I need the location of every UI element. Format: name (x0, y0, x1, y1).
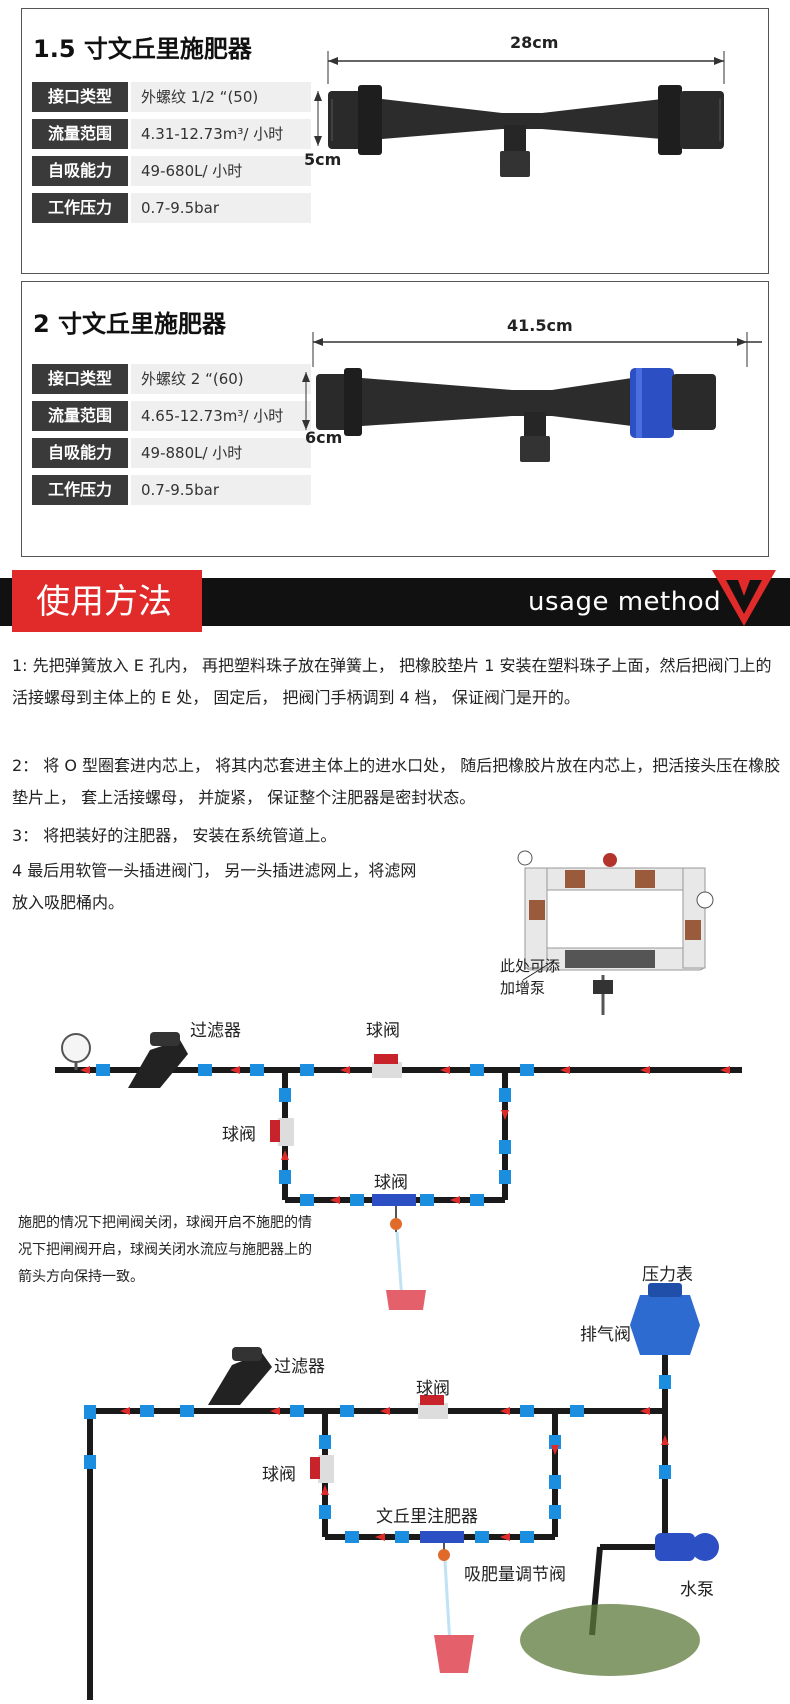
section-title-en: usage method (528, 587, 722, 617)
spec-row-interface: 接口类型 外螺纹 1/2 “(50) (32, 82, 311, 112)
usage-step-4: 4 最后用软管一头插进阀门， 另一头插进滤网上，将滤网放入吸肥桶内。 (12, 861, 417, 912)
length-label: 41.5cm (507, 316, 573, 335)
spec-value: 49-680L/ 小时 (131, 156, 311, 186)
spec-row-pressure: 工作压力 0.7-9.5bar (32, 193, 311, 223)
venturi-injector-label: 文丘里注肥器 (376, 1507, 478, 1527)
injector-product-image (302, 332, 762, 462)
pump-label: 水泵 (680, 1580, 714, 1600)
usage-step-3: 3： 将把装好的注肥器， 安装在系统管道上。 (12, 826, 337, 845)
spec-row-interface: 接口类型 外螺纹 2 “(60) (32, 364, 311, 394)
height-label: 5cm (304, 150, 342, 169)
suction-regulator-label: 吸肥量调节阀 (464, 1565, 566, 1585)
length-label: 28cm (510, 33, 559, 52)
spec-row-suction: 自吸能力 49-880L/ 小时 (32, 438, 311, 468)
installation-diagram-2 (84, 1283, 719, 1700)
spec-key: 流量范围 (32, 401, 128, 431)
spec-value: 0.7-9.5bar (131, 475, 311, 505)
height-label: 6cm (305, 428, 343, 447)
product-card-1-5-inch: 1.5 寸文丘里施肥器 接口类型 外螺纹 1/2 “(50) 流量范围 4.31… (21, 8, 769, 274)
installation-photo (517, 850, 714, 1015)
spec-key: 流量范围 (32, 119, 128, 149)
spec-key: 工作压力 (32, 193, 128, 223)
product-title: 2 寸文丘里施肥器 (33, 310, 227, 338)
section-banner-red-block (12, 570, 202, 632)
spec-value: 4.31-12.73m³/ 小时 (131, 119, 311, 149)
spec-key: 自吸能力 (32, 438, 128, 468)
installation-diagram-1 (55, 1032, 742, 1310)
section-title: 使用方法 (36, 582, 172, 622)
product-title: 1.5 寸文丘里施肥器 (33, 35, 252, 63)
operation-note: 施肥的情况下把闸阀关闭，球阀开启不施肥的情况下把闸阀开启，球阀关闭水流应与施肥器… (18, 1215, 312, 1285)
ball-valve-label-bottom: 球阀 (374, 1173, 408, 1193)
spec-row-flow: 流量范围 4.65-12.73m³/ 小时 (32, 401, 311, 431)
spec-value: 4.65-12.73m³/ 小时 (131, 401, 311, 431)
injector-product-image (314, 51, 725, 177)
ball-valve-label-left-2: 球阀 (262, 1465, 296, 1485)
usage-step-2: 2： 将 O 型圈套进内芯上， 将其内芯套进主体上的进水口处， 随后把橡胶片放在… (12, 756, 781, 807)
ball-valve-label-top: 球阀 (366, 1021, 400, 1041)
spec-value: 49-880L/ 小时 (131, 438, 311, 468)
spec-row-suction: 自吸能力 49-680L/ 小时 (32, 156, 311, 186)
ball-valve-label-top-2: 球阀 (416, 1379, 450, 1399)
spec-row-flow: 流量范围 4.31-12.73m³/ 小时 (32, 119, 311, 149)
pump-note: 此处可添加增泵 (500, 957, 561, 997)
spec-value: 外螺纹 2 “(60) (131, 364, 311, 394)
pressure-gauge-label: 压力表 (642, 1265, 693, 1285)
ball-valve-label-left: 球阀 (222, 1125, 256, 1145)
spec-key: 自吸能力 (32, 156, 128, 186)
chevron-down-icon (712, 570, 776, 626)
filter-label: 过滤器 (190, 1021, 241, 1041)
product-card-2-inch: 2 寸文丘里施肥器 接口类型 外螺纹 2 “(60) 流量范围 4.65-12.… (21, 281, 769, 557)
spec-row-pressure: 工作压力 0.7-9.5bar (32, 475, 311, 505)
spec-value: 外螺纹 1/2 “(50) (131, 82, 311, 112)
filter-label-2: 过滤器 (274, 1357, 325, 1377)
spec-key: 工作压力 (32, 475, 128, 505)
spec-key: 接口类型 (32, 82, 128, 112)
spec-key: 接口类型 (32, 364, 128, 394)
usage-step-1: 1: 先把弹簧放入 E 孔内， 再把塑料珠子放在弹簧上， 把橡胶垫片 1 安装在… (12, 656, 772, 707)
air-valve-label: 排气阀 (580, 1325, 631, 1345)
spec-value: 0.7-9.5bar (131, 193, 311, 223)
